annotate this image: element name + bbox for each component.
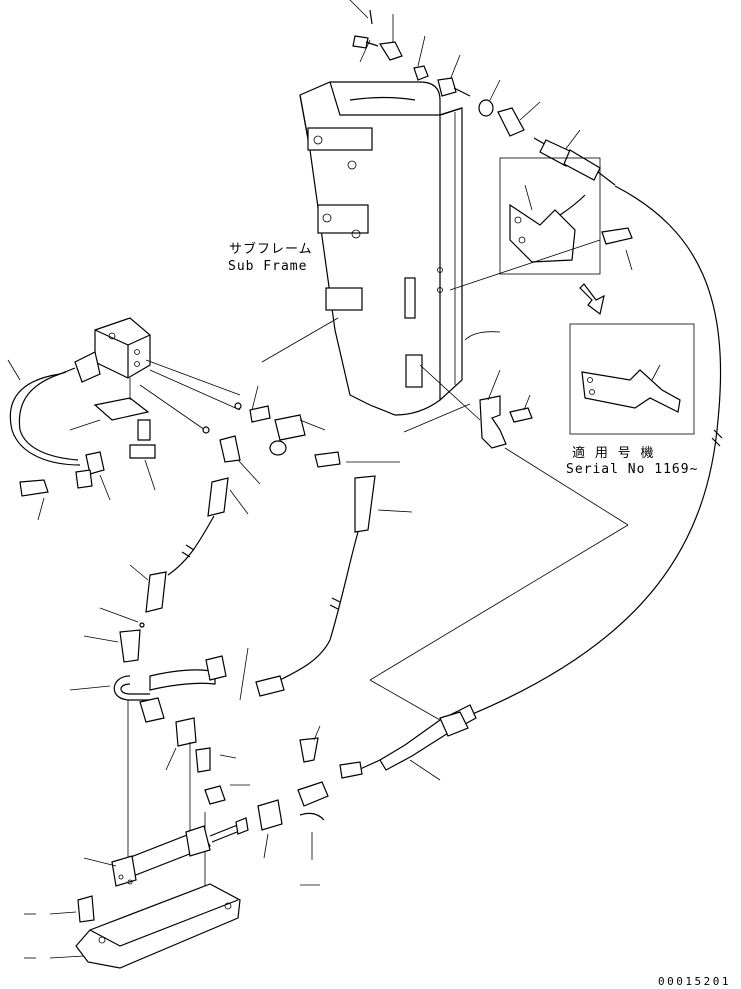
bracket-detail [449,157,633,291]
top-hardware [349,0,616,186]
switch-assembly [7,317,241,521]
sub-frame [299,81,501,416]
clevis-parts [257,725,329,886]
fittings [99,385,413,697]
sub-frame-label-jp: サブフレーム [229,242,313,257]
control-cable [339,185,723,781]
sub-frame-label-en: Sub Frame [228,259,308,274]
serial-label-en: Serial No 1169~ [566,462,699,477]
cylinder-assembly [24,629,250,969]
frame-base-bracket [369,364,629,721]
serial-label-jp: 適 用 号 機 [572,446,655,461]
document-number: 00015201 [658,975,731,988]
serial-inset [569,283,695,435]
leader-lines [145,317,471,433]
